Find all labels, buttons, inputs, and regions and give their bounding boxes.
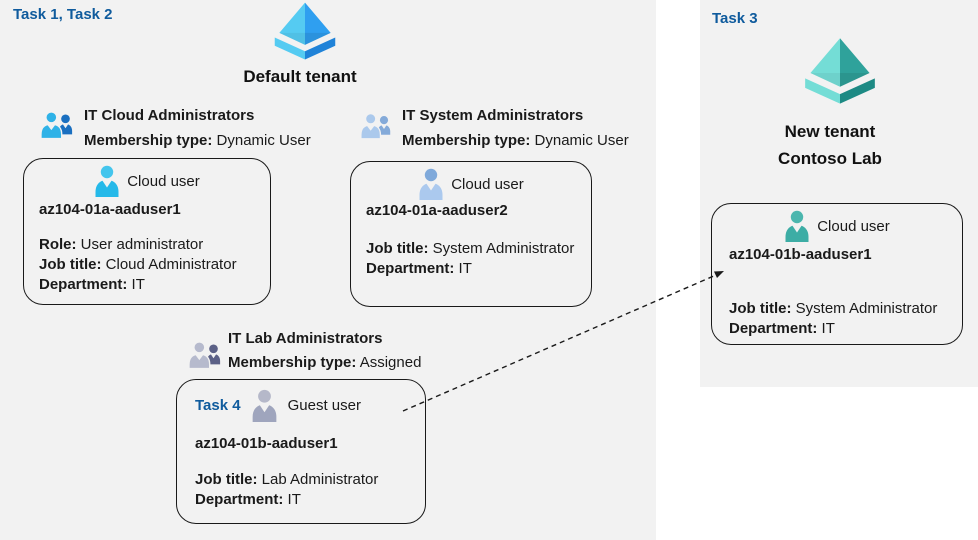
- group-icon-lab-admins: [188, 341, 221, 370]
- user-type-label: Guest user: [287, 396, 361, 414]
- membership-label: Membership type:: [228, 354, 357, 371]
- group-icon-system-admins: [360, 112, 391, 140]
- field-job-title: Job title: System Administrator: [366, 240, 575, 257]
- group-membership-lab-admins: Membership type: Assigned: [228, 354, 421, 371]
- user-type-label: Cloud user: [451, 175, 524, 193]
- field-role: Role: User administrator: [39, 236, 204, 253]
- field-job-title: Job title: Cloud Administrator: [39, 256, 237, 273]
- group-name-lab-admins: IT Lab Administrators: [228, 330, 383, 347]
- guest-user-icon: [252, 389, 276, 422]
- user-fields: Job title: System Administrator Departme…: [729, 299, 937, 339]
- user-card-aaduser1: Cloud user az104-01a-aaduser1 Role: User…: [23, 158, 271, 305]
- card-header: Cloud user: [351, 167, 591, 201]
- default-tenant-name: Default tenant: [243, 67, 357, 86]
- group-name-cloud-admins: IT Cloud Administrators: [84, 107, 255, 124]
- membership-value: Assigned: [359, 354, 422, 371]
- new-tenant-name-line1: New tenant: [784, 122, 876, 141]
- membership-label: Membership type:: [84, 132, 213, 149]
- task-1-2-label: Task 1, Task 2: [13, 6, 113, 23]
- group-name-system-admins: IT System Administrators: [402, 107, 584, 124]
- field-department: Department: IT: [366, 260, 472, 277]
- azure-ad-new-tenant-icon: [805, 38, 875, 104]
- new-tenant-name-line2: Contoso Lab: [778, 149, 882, 168]
- cloud-user-icon: [785, 210, 809, 242]
- group-membership-system-admins: Membership type: Dynamic User: [402, 132, 629, 149]
- user-type-label: Cloud user: [127, 172, 200, 190]
- user-fields: Role: User administrator Job title: Clou…: [39, 235, 237, 295]
- username: az104-01a-aaduser2: [366, 202, 508, 219]
- card-header: Task 4 Guest user: [177, 388, 425, 422]
- task-3-label: Task 3: [712, 10, 758, 27]
- group-membership-cloud-admins: Membership type: Dynamic User: [84, 132, 311, 149]
- default-tenant-panel: [0, 0, 656, 540]
- username: az104-01b-aaduser1: [195, 435, 338, 452]
- field-job-title: Job title: Lab Administrator: [195, 471, 379, 488]
- azure-ad-tenant-icon: [274, 2, 336, 60]
- cloud-user-icon: [95, 165, 119, 197]
- membership-value: Dynamic User: [216, 132, 311, 149]
- card-header: Cloud user: [712, 209, 962, 243]
- guest-user-card: Task 4 Guest user az104-01b-aaduser1 Job…: [176, 379, 426, 524]
- group-icon-cloud-admins: [40, 111, 73, 140]
- username: az104-01b-aaduser1: [729, 246, 872, 263]
- username: az104-01a-aaduser1: [39, 201, 181, 218]
- card-header: Cloud user: [24, 164, 270, 198]
- cloud-user-icon: [419, 168, 443, 200]
- field-job-title: Job title: System Administrator: [729, 300, 938, 317]
- field-department: Department: IT: [39, 276, 145, 293]
- membership-label: Membership type:: [402, 132, 531, 149]
- user-fields: Job title: System Administrator Departme…: [366, 239, 574, 279]
- user-fields: Job title: Lab Administrator Department:…: [195, 470, 378, 510]
- task-4-label: Task 4: [195, 396, 241, 414]
- user-card-aaduser2: Cloud user az104-01a-aaduser2 Job title:…: [350, 161, 592, 307]
- field-department: Department: IT: [729, 320, 835, 337]
- new-tenant-user-card: Cloud user az104-01b-aaduser1 Job title:…: [711, 203, 963, 345]
- user-type-label: Cloud user: [817, 217, 890, 235]
- field-department: Department: IT: [195, 491, 301, 508]
- membership-value: Dynamic User: [534, 132, 629, 149]
